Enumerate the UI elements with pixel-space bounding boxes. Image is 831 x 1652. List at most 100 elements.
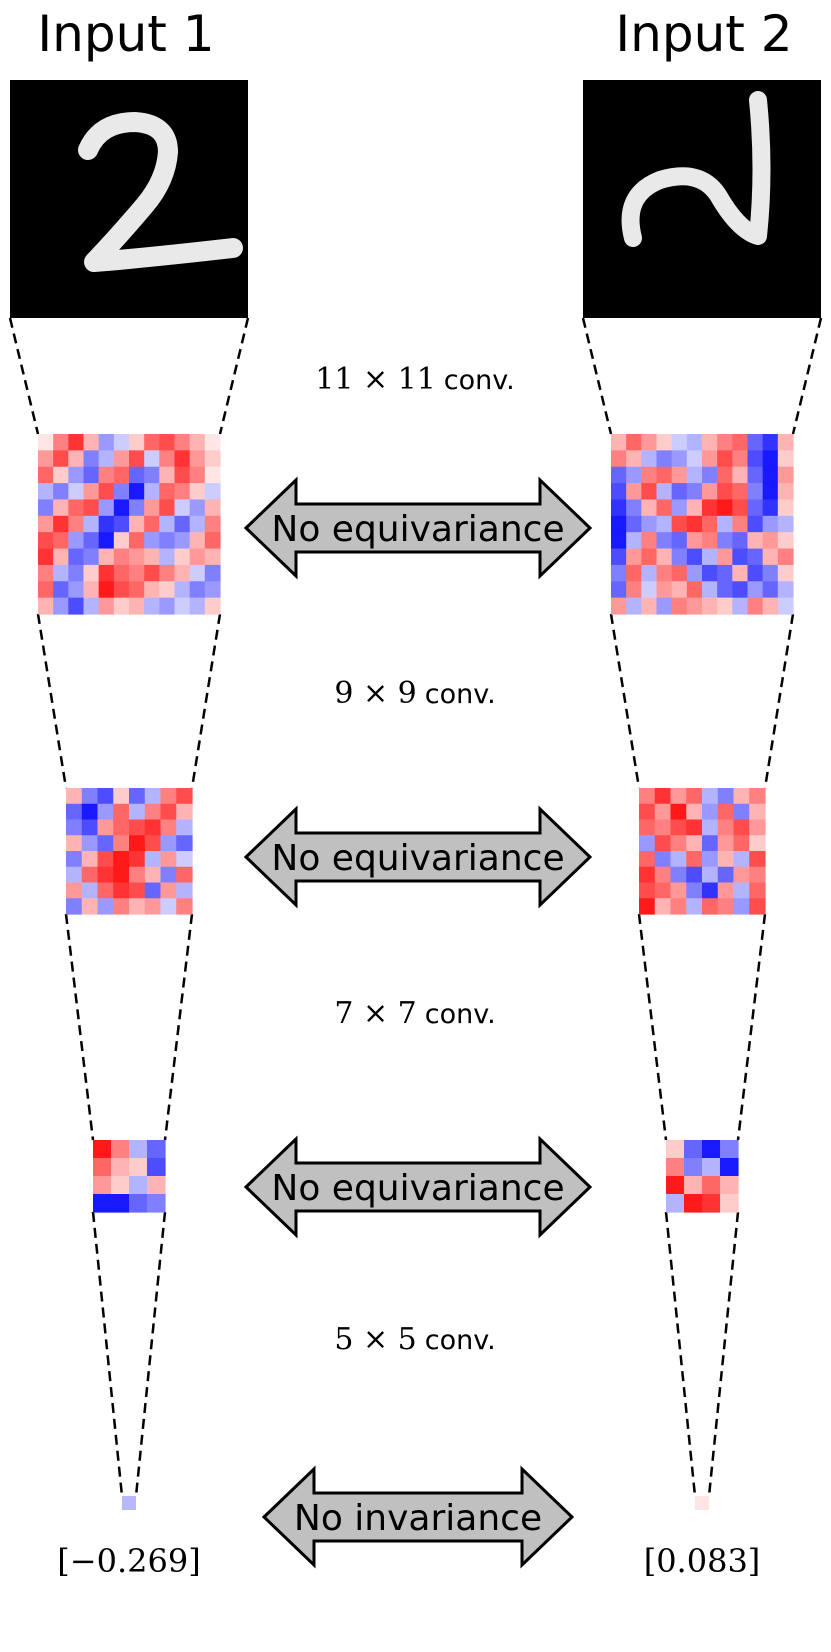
feature-cell <box>147 1158 166 1177</box>
feature-cell <box>732 450 749 468</box>
feature-cell <box>113 788 130 805</box>
feature-cell <box>717 819 735 836</box>
feature-cell <box>113 882 130 899</box>
feature-cell <box>671 564 688 582</box>
feature-cell <box>720 1176 739 1195</box>
feature-cell <box>671 597 688 615</box>
feature-map-2-input-2 <box>639 788 766 915</box>
feature-cell <box>686 851 703 868</box>
feature-cell <box>144 581 160 599</box>
feature-cell <box>81 882 99 899</box>
feature-cell <box>702 788 719 805</box>
feature-cell <box>639 851 656 868</box>
feature-cell <box>777 564 794 582</box>
feature-cell <box>684 1194 703 1213</box>
input-1-title: Input 1 <box>37 5 214 63</box>
feature-cell <box>626 515 642 533</box>
feature-cell <box>176 898 193 915</box>
feature-cell <box>204 597 221 615</box>
feature-cell <box>670 882 687 899</box>
feature-cell <box>159 597 176 615</box>
feature-cell <box>144 788 162 805</box>
feature-cell <box>129 450 145 468</box>
feature-cell <box>66 803 83 821</box>
feature-cell <box>717 851 735 868</box>
feature-cell <box>626 581 642 599</box>
feature-map-2-input-1 <box>66 788 193 915</box>
feature-cell <box>98 483 115 501</box>
feature-cell <box>717 597 733 615</box>
feature-cell <box>641 466 658 484</box>
feature-cell <box>702 581 718 599</box>
feature-cell <box>671 483 688 501</box>
feature-cell <box>38 483 54 501</box>
feature-cell <box>174 581 191 599</box>
output-value-input-1: [−0.269] <box>57 1542 200 1580</box>
feature-cell <box>717 835 735 852</box>
feature-cell <box>641 548 658 566</box>
feature-cell <box>53 434 69 451</box>
feature-cell <box>68 450 85 468</box>
feature-cell <box>97 898 114 915</box>
feature-cell <box>174 450 191 468</box>
feature-cell <box>83 466 100 484</box>
feature-cell <box>749 882 766 899</box>
feature-cell <box>189 564 206 582</box>
feature-cell <box>671 515 688 533</box>
feature-cell <box>777 434 794 451</box>
feature-cell <box>83 483 100 501</box>
feature-cell <box>654 882 672 899</box>
feature-cell <box>129 1140 148 1159</box>
feature-cell <box>83 532 100 550</box>
feature-cell <box>749 866 766 884</box>
feature-cell <box>160 788 177 805</box>
feature-cell <box>671 450 688 468</box>
feature-cell <box>686 466 703 484</box>
feature-cell <box>93 1194 112 1213</box>
input-2-digit-image <box>583 80 821 318</box>
comparison-label-1: No equivariance <box>271 509 564 550</box>
feature-cell <box>97 819 114 836</box>
feature-cell <box>641 499 658 517</box>
feature-cell <box>204 515 221 533</box>
feature-cell <box>129 597 145 615</box>
feature-cell <box>98 515 115 533</box>
feature-cell <box>66 898 83 915</box>
feature-cell <box>144 466 160 484</box>
feature-cell <box>702 1194 721 1213</box>
feature-map-1-input-2 <box>611 434 794 615</box>
feature-cell <box>189 466 206 484</box>
feature-cell <box>654 898 672 915</box>
feature-cell <box>113 450 130 468</box>
feature-cell <box>97 788 114 805</box>
feature-cell <box>204 581 221 599</box>
feature-cell <box>98 466 115 484</box>
feature-cell <box>68 548 85 566</box>
feature-cell <box>747 515 764 533</box>
feature-cell <box>159 532 176 550</box>
feature-cell <box>732 515 749 533</box>
feature-cell <box>626 548 642 566</box>
feature-cell <box>160 882 177 899</box>
feature-cell <box>81 788 99 805</box>
feature-cell <box>83 450 100 468</box>
feature-cell <box>641 532 658 550</box>
feature-cell <box>81 835 99 852</box>
feature-cell <box>684 1176 703 1195</box>
feature-cell <box>81 819 99 836</box>
feature-cell <box>113 819 130 836</box>
feature-cell <box>113 483 130 501</box>
feature-cell <box>732 532 749 550</box>
feature-cell <box>717 788 735 805</box>
feature-cell <box>639 835 656 852</box>
feature-cell <box>83 597 100 615</box>
feature-cell <box>747 450 764 468</box>
feature-cell <box>670 851 687 868</box>
feature-cell <box>97 866 114 884</box>
feature-cell <box>733 866 750 884</box>
feature-cell <box>176 866 193 884</box>
feature-cell <box>777 499 794 517</box>
feature-cell <box>160 819 177 836</box>
feature-cell <box>654 803 672 821</box>
